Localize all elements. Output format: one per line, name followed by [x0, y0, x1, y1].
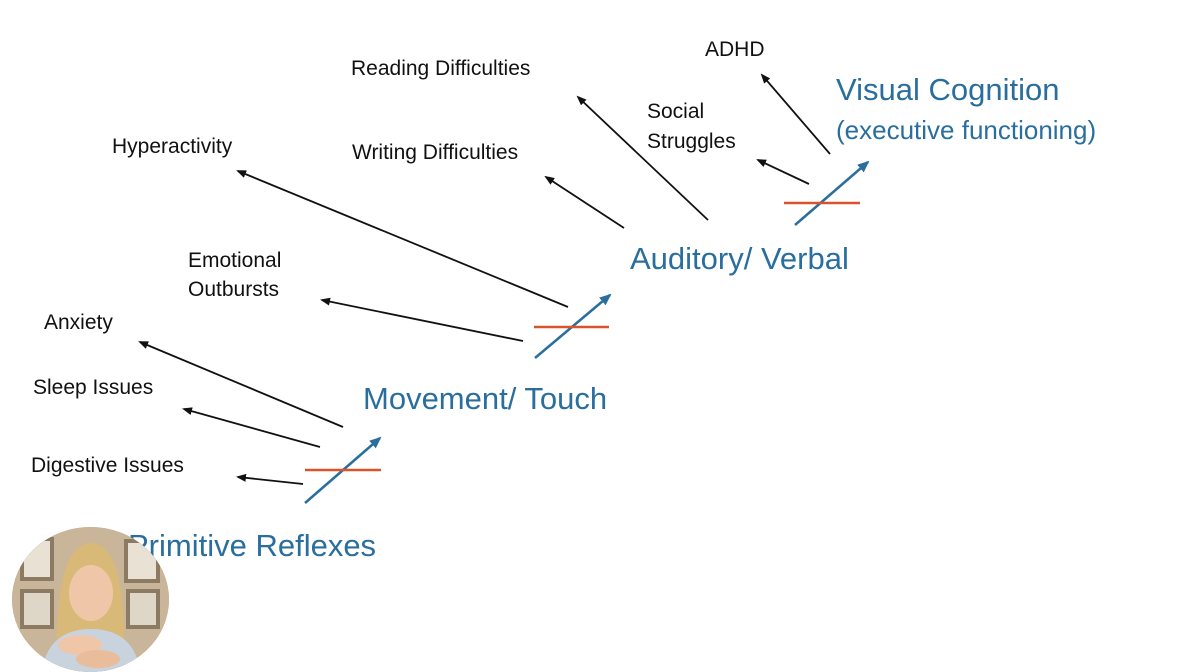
- outcome-arrow-reading: [576, 95, 709, 221]
- outcome-arrow-anxiety: [138, 341, 344, 428]
- outcome-label-sleep: Sleep Issues: [33, 376, 154, 399]
- outcome-label-adhd: ADHD: [705, 38, 765, 61]
- stage-sublabel-visual: (executive functioning): [836, 115, 1097, 145]
- outcome-label-reading: Reading Difficulties: [351, 57, 531, 80]
- outcome-arrow-digestive: [236, 473, 304, 485]
- stage-label-visual: Visual Cognition: [836, 72, 1060, 107]
- stage-label-movement: Movement/ Touch: [363, 381, 608, 416]
- outcome-arrow-adhd: [760, 73, 831, 155]
- outcome-label-writing: Writing Difficulties: [352, 141, 519, 164]
- outcome-label-emotional-line2: Outbursts: [188, 278, 280, 301]
- outcome-arrow-emotional: [320, 297, 524, 342]
- outcome-label-emotional-line1: Emotional: [188, 249, 282, 272]
- outcome-label-hyperactivity: Hyperactivity: [112, 135, 233, 158]
- step-arrow-auditory: [794, 160, 870, 226]
- outcome-arrow-social: [756, 159, 810, 185]
- outcome-arrow-writing: [544, 175, 625, 229]
- outcome-arrow-hyperactivity: [236, 170, 569, 308]
- stage-label-primitive: Primitive Reflexes: [128, 528, 377, 563]
- outcome-label-social-line1: Social: [647, 100, 705, 123]
- outcome-label-digestive: Digestive Issues: [31, 454, 184, 477]
- outcome-label-anxiety: Anxiety: [44, 311, 113, 334]
- presenter-webcam-icon: [12, 527, 169, 672]
- outcome-arrow-sleep: [182, 407, 321, 448]
- outcome-label-social-line2: Struggles: [647, 130, 736, 153]
- stage-label-auditory: Auditory/ Verbal: [630, 241, 849, 276]
